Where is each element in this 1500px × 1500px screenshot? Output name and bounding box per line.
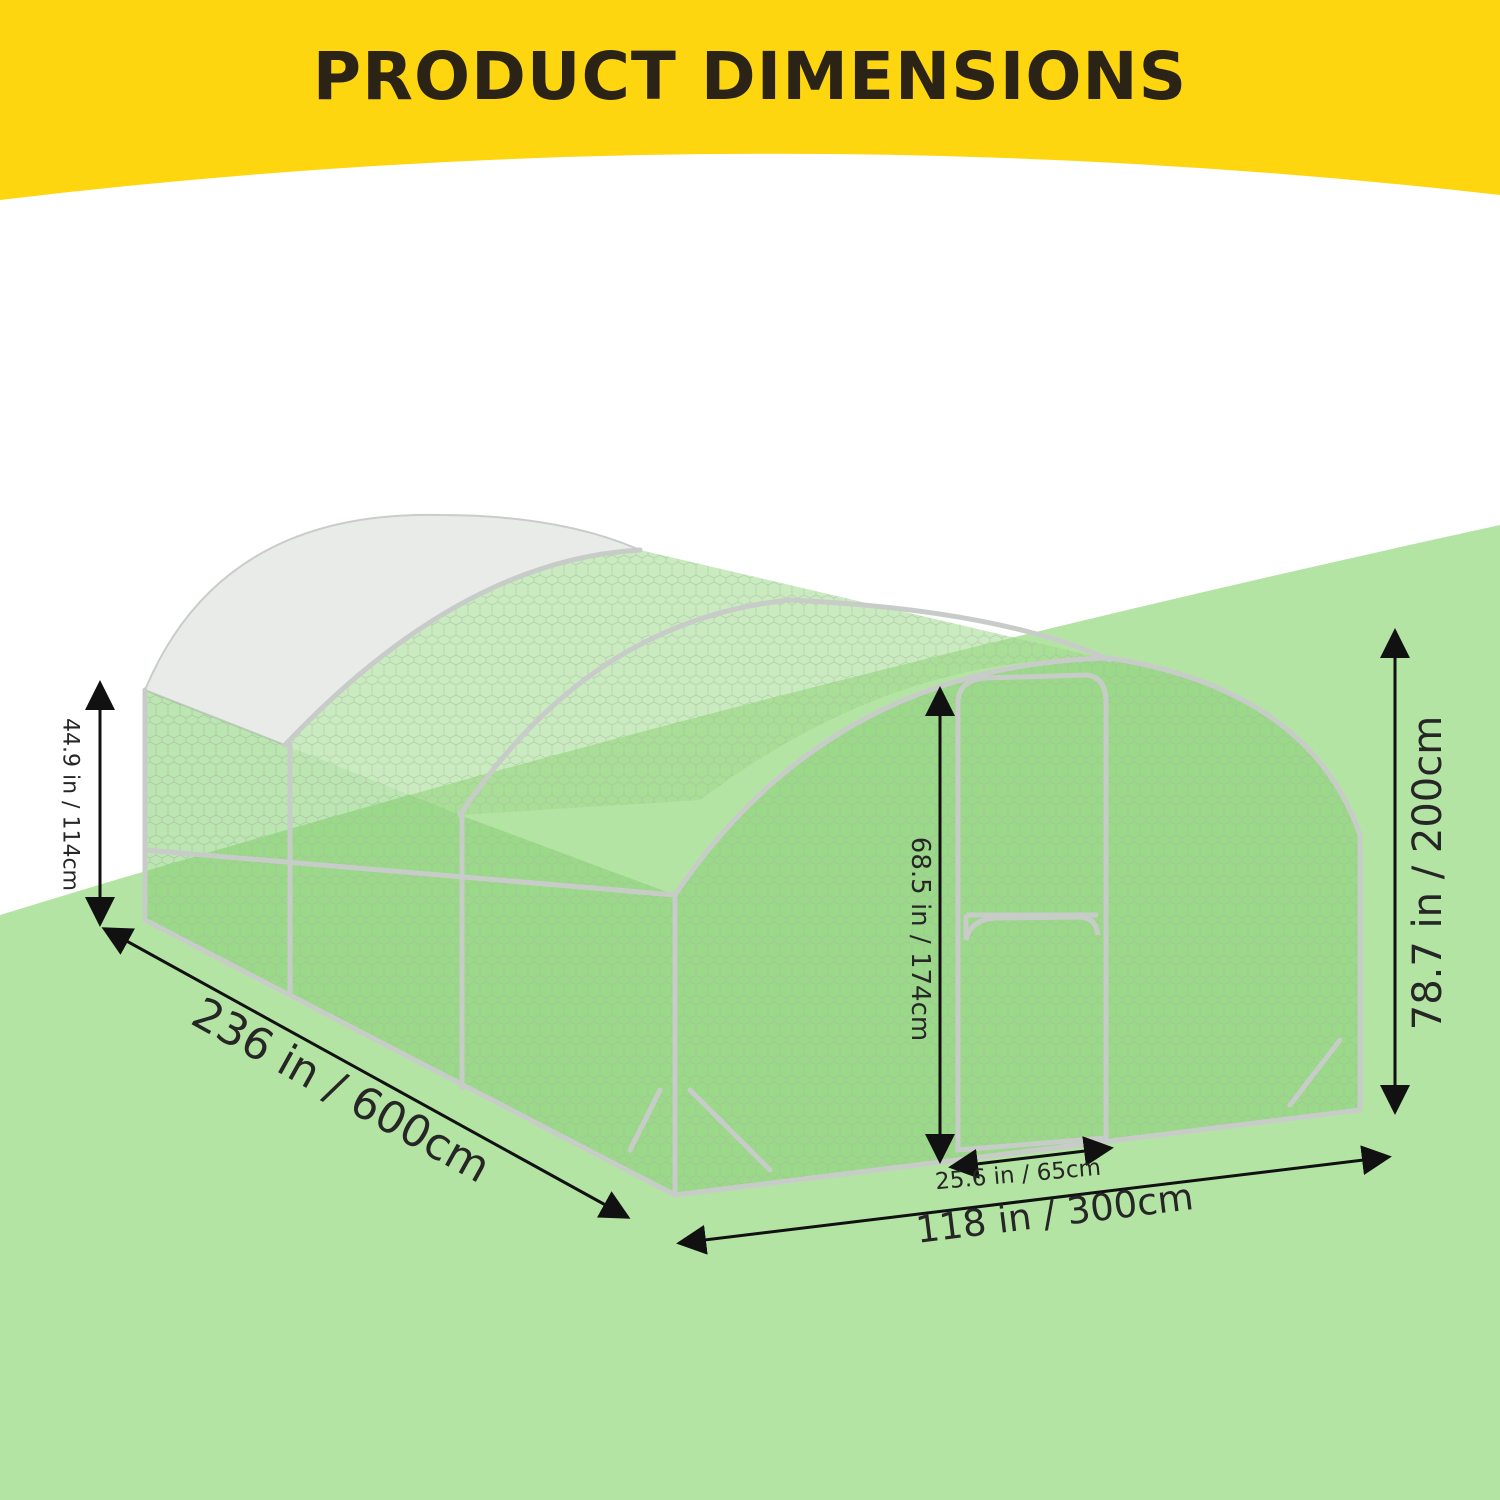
title-banner (0, 0, 1500, 200)
door-height-label: 68.5 in / 174cm (905, 836, 935, 1042)
door-width-arrow (948, 1136, 1114, 1179)
side-height-label: 44.9 in / 114cm (57, 718, 83, 891)
page-title: PRODUCT DIMENSIONS (312, 38, 1188, 115)
width-arrow (676, 1145, 1392, 1255)
length-arrow (101, 927, 631, 1219)
height-label: 78.7 in / 200cm (1405, 715, 1451, 1031)
dimension-arrows (85, 628, 1410, 1255)
door (955, 672, 1109, 1153)
